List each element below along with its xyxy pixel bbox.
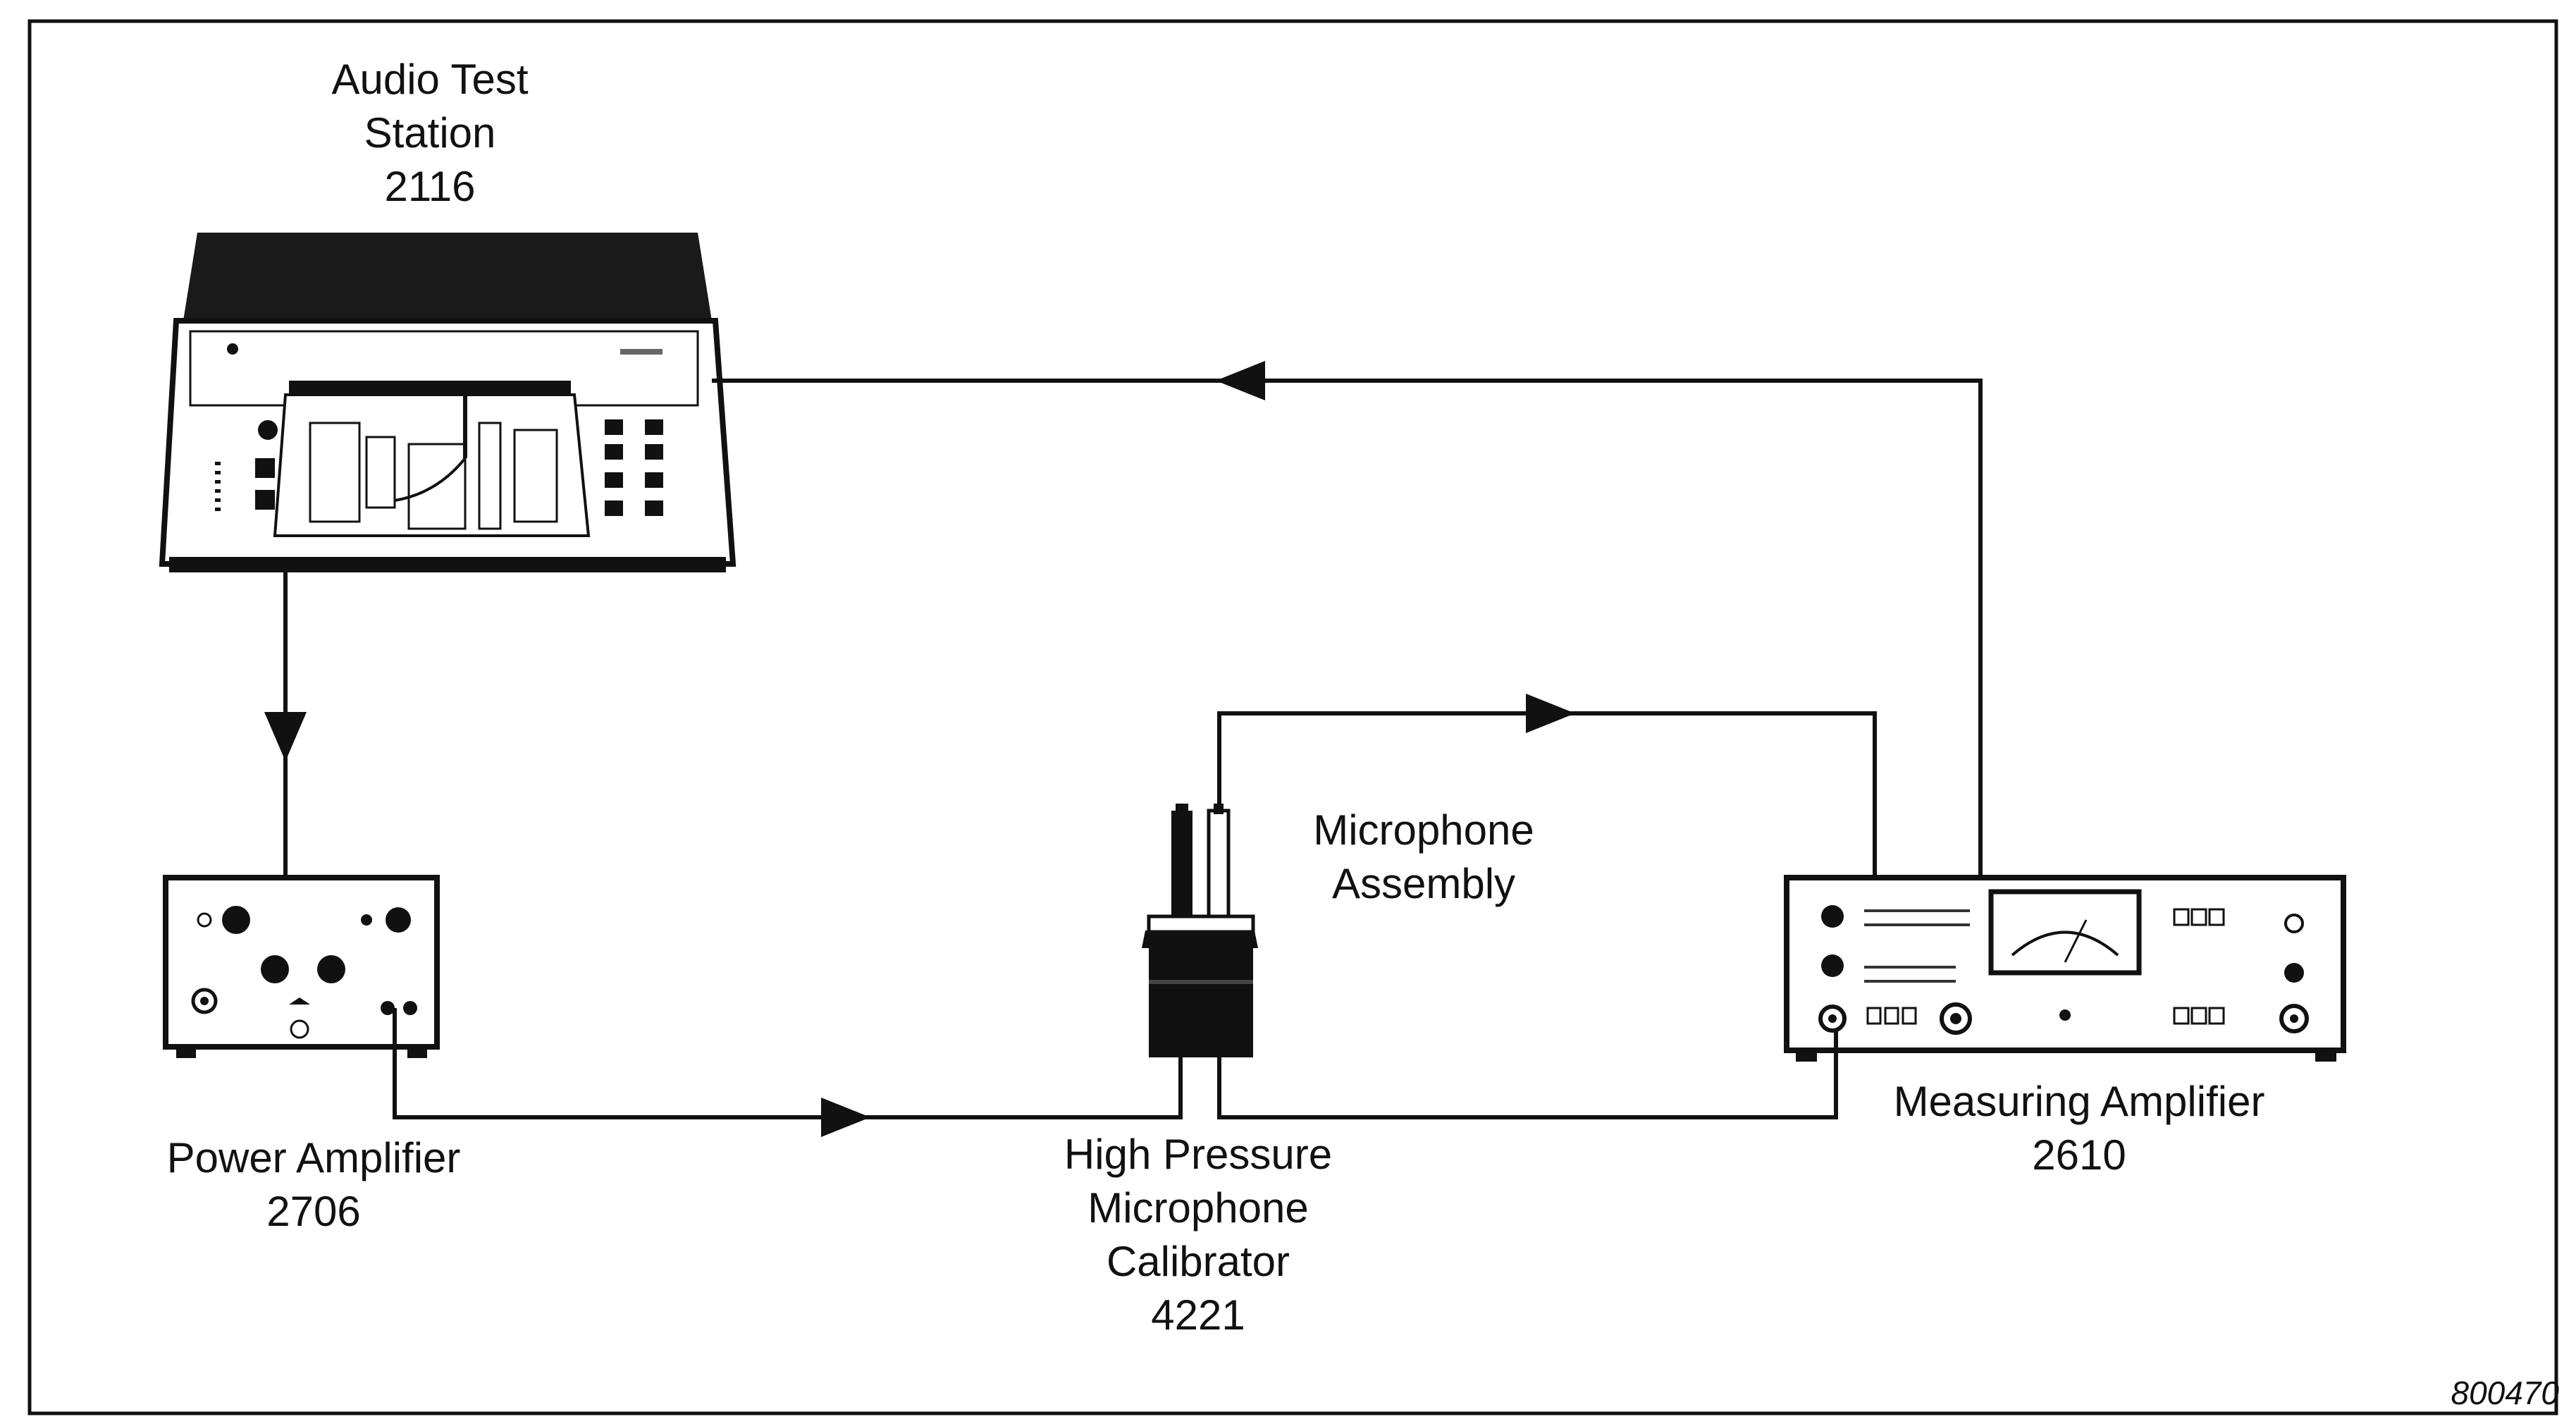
label-line: Microphone bbox=[1313, 806, 1534, 854]
label-power-amplifier: Power Amplifier 2706 bbox=[106, 1131, 522, 1239]
label-line: 2706 bbox=[266, 1188, 361, 1235]
measuring-amplifier-device bbox=[1784, 875, 2346, 1062]
label-audio-test-station: Audio Test Station 2116 bbox=[289, 53, 571, 214]
arrow-left-to-station bbox=[1216, 361, 1265, 400]
label-line: Calibrator bbox=[1106, 1238, 1290, 1285]
label-line: Measuring Amplifier bbox=[1893, 1078, 2265, 1125]
label-line: High Pressure bbox=[1064, 1131, 1333, 1178]
label-measuring-amplifier: Measuring Amplifier 2610 bbox=[1832, 1075, 2326, 1182]
label-line: 2116 bbox=[384, 163, 476, 210]
wire-power-amp-to-calibrator bbox=[393, 1008, 1183, 1119]
wire-measuring-amp-to-station bbox=[712, 379, 1983, 878]
arrow-right-to-measuring-amp bbox=[1526, 694, 1575, 733]
label-microphone-assembly: Microphone Assembly bbox=[1269, 804, 1579, 911]
label-microphone-calibrator: High Pressure Microphone Calibrator 4221 bbox=[1029, 1128, 1367, 1342]
flow-arrows bbox=[264, 361, 1575, 1137]
label-line: 2610 bbox=[2032, 1131, 2126, 1179]
label-line: Station bbox=[364, 109, 496, 156]
arrow-right-to-calibrator bbox=[821, 1098, 870, 1137]
diagram-frame bbox=[27, 19, 2558, 1415]
microphone-calibrator-device bbox=[1142, 804, 1258, 1057]
label-line: 4221 bbox=[1151, 1291, 1245, 1339]
label-line: Microphone bbox=[1087, 1184, 1309, 1231]
audio-test-station-device bbox=[159, 233, 737, 572]
wire-calibrator-to-measuring-amp bbox=[1217, 1029, 1838, 1119]
label-line: Power Amplifier bbox=[166, 1134, 461, 1181]
arrow-down-to-power-amp bbox=[264, 712, 307, 761]
power-amplifier-device bbox=[163, 875, 440, 1058]
label-line: Audio Test bbox=[331, 56, 529, 103]
label-line: Assembly bbox=[1331, 860, 1516, 907]
figure-number: 800470 bbox=[2451, 1375, 2560, 1411]
